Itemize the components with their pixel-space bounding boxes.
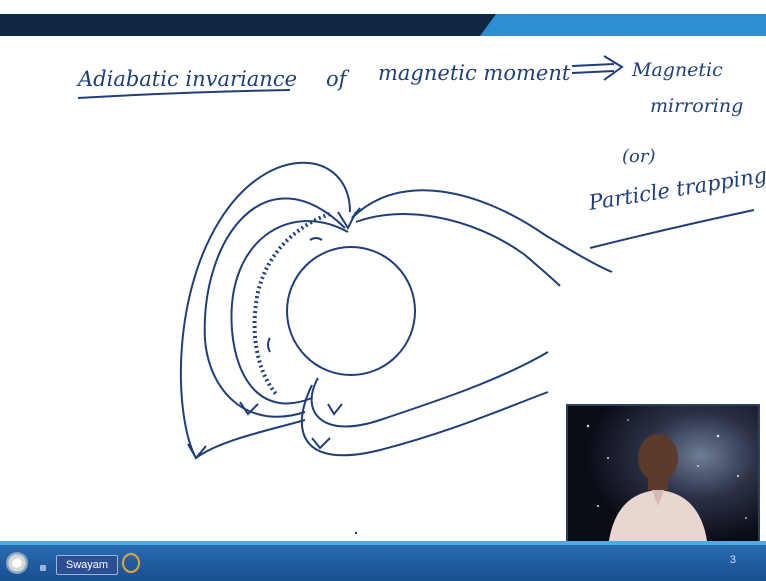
title-of: of: [326, 67, 350, 91]
arrowhead-icon: [328, 404, 342, 414]
field-line-middle: [205, 198, 345, 416]
field-line-inner: [231, 221, 348, 403]
field-line-nightside-1: [312, 352, 548, 426]
implies-arrow-icon: [572, 56, 622, 80]
footer-accent-strip: [0, 541, 766, 545]
page-number: 3: [730, 554, 736, 566]
magnetosphere-diagram: [181, 163, 612, 458]
bounce-arrow-icon: [268, 338, 270, 352]
particle-trapping-underline: [590, 210, 754, 248]
lecturer-video-overlay: [566, 404, 760, 550]
top-bar-graphic: [0, 0, 766, 36]
field-line-nightside-2: [302, 385, 548, 455]
arrowhead-icon: [338, 212, 356, 228]
slide-top-bar: [0, 0, 766, 36]
footer-dot-icon: [40, 565, 46, 571]
title-magnetic-moment: magnetic moment: [378, 61, 571, 85]
arrowhead-icon: [312, 438, 330, 448]
bounce-arrow-icon: [310, 238, 322, 240]
nptel-logo-icon: [122, 553, 140, 573]
lecture-slide: Adiabatic invariance of magnetic moment …: [0, 36, 766, 541]
swayam-logo: Swayam: [56, 555, 118, 575]
planet-circle: [287, 247, 415, 375]
title-mirroring: mirroring: [650, 95, 743, 117]
title-adiabatic-invariance: Adiabatic invariance: [76, 67, 297, 91]
title-magnetic: Magnetic: [631, 59, 723, 81]
title-underline: [78, 90, 290, 98]
or-text: (or): [622, 146, 656, 167]
video-frame-graphic: [568, 406, 758, 548]
stray-mark: [355, 532, 357, 534]
footer-bar: Swayam 3: [0, 541, 766, 581]
particle-trapping-text: Particle trapping: [586, 163, 766, 215]
institute-logo-icon: [6, 552, 28, 574]
